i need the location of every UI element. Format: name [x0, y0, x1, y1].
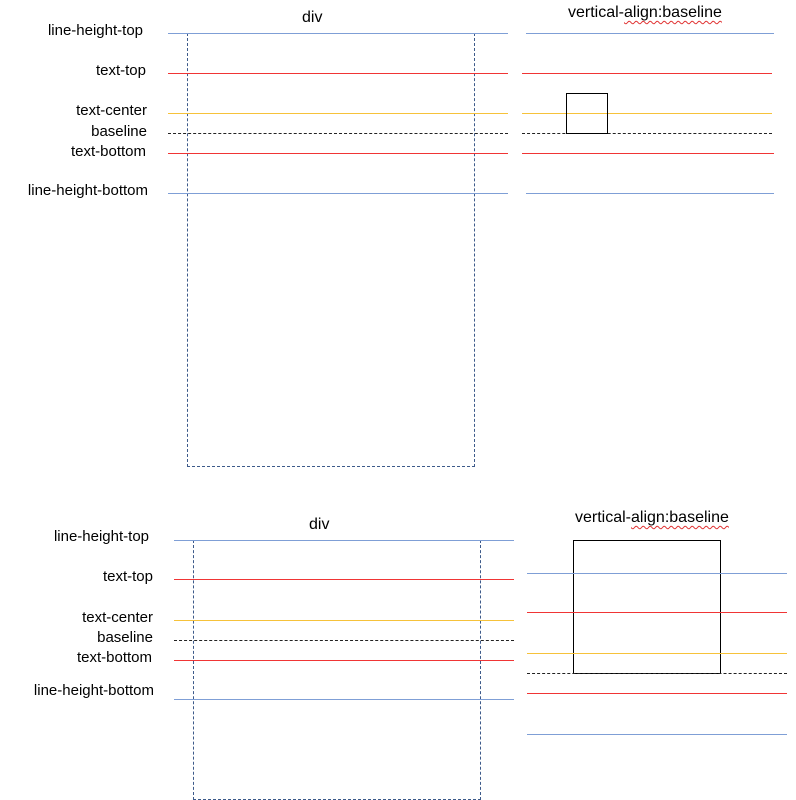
- label-baseline: baseline: [91, 123, 147, 140]
- right-baseline-line-2: [527, 673, 787, 674]
- text-top-line: [168, 73, 508, 74]
- text-bottom-line-2: [174, 660, 514, 661]
- label-text-top: text-top: [95, 62, 146, 79]
- inline-block-box-small: [566, 93, 608, 134]
- right-line-height-bottom-line-2: [527, 734, 787, 735]
- line-height-bottom-line-2: [174, 699, 514, 700]
- right-baseline-line: [522, 133, 772, 134]
- div-title-2: div: [309, 516, 330, 533]
- right-text-bottom-line: [522, 153, 774, 154]
- right-text-bottom-line-2: [527, 693, 787, 694]
- line-height-bottom-line: [168, 193, 508, 194]
- label-text-center-2: text-center: [82, 609, 153, 626]
- label-baseline-2: baseline: [97, 629, 153, 646]
- label-line-height-top-2: line-height-top: [53, 528, 149, 545]
- right-line-height-bottom-line: [526, 193, 774, 194]
- title-prefix-2: vertical-: [575, 509, 632, 526]
- text-center-line-2: [174, 620, 514, 621]
- line-height-top-line-2: [174, 540, 514, 541]
- right-line-height-top-line-2: [527, 573, 787, 574]
- div-title: div: [302, 9, 323, 26]
- right-text-center-line: [522, 113, 772, 114]
- label-text-bottom: text-bottom: [70, 143, 146, 160]
- title-underlined-2: align:baseline: [631, 509, 729, 526]
- baseline-line-2: [174, 640, 514, 641]
- vertical-align-title: vertical-align:baseline: [568, 5, 722, 21]
- title-prefix: vertical-: [568, 4, 625, 21]
- label-text-center: text-center: [76, 102, 147, 119]
- right-text-top-line-2: [527, 612, 787, 613]
- line-height-top-line: [168, 33, 508, 34]
- label-text-bottom-2: text-bottom: [76, 649, 152, 666]
- label-line-height-top: line-height-top: [47, 22, 143, 39]
- right-line-height-top-line: [526, 33, 774, 34]
- div-box: [187, 33, 475, 467]
- label-text-top-2: text-top: [102, 568, 153, 585]
- title-underlined: align:baseline: [624, 4, 722, 21]
- label-line-height-bottom: line-height-bottom: [27, 182, 148, 199]
- right-text-center-line-2: [527, 653, 787, 654]
- text-top-line-2: [174, 579, 514, 580]
- baseline-line: [168, 133, 508, 134]
- text-center-line: [168, 113, 508, 114]
- right-text-top-line: [522, 73, 772, 74]
- vertical-align-title-2: vertical-align:baseline: [575, 510, 729, 526]
- text-bottom-line: [168, 153, 508, 154]
- label-line-height-bottom-2: line-height-bottom: [33, 682, 154, 699]
